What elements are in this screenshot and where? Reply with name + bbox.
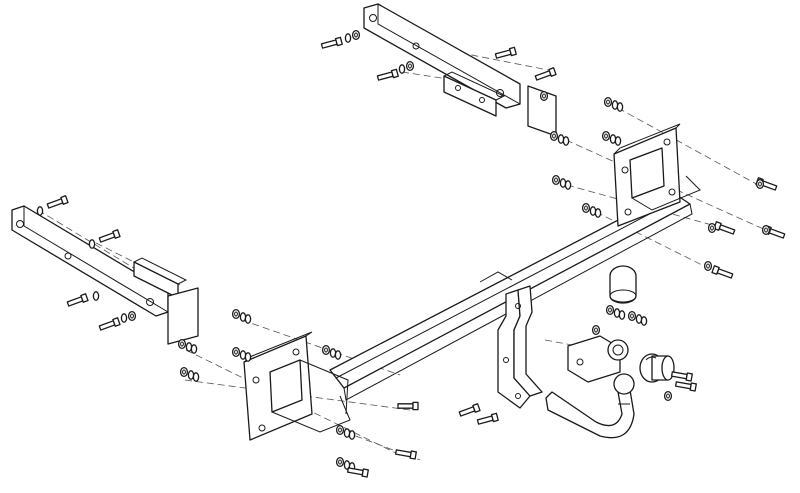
tow-ball-neck xyxy=(545,373,635,439)
top-side-bracket xyxy=(363,3,521,109)
left-side-bracket xyxy=(11,205,169,317)
top-spacer-plate xyxy=(443,71,506,117)
assembly-guide-lines xyxy=(37,37,771,461)
socket-mounting-plate xyxy=(567,335,629,383)
left-shim-plate xyxy=(167,287,199,345)
tow-ball-cover-cap xyxy=(609,265,637,304)
electrical-socket xyxy=(639,353,675,383)
left-mounting-plate xyxy=(243,331,351,441)
left-lower-fasteners xyxy=(179,310,499,478)
center-drop-bracket xyxy=(479,271,543,409)
right-mounting-plate xyxy=(613,123,701,227)
